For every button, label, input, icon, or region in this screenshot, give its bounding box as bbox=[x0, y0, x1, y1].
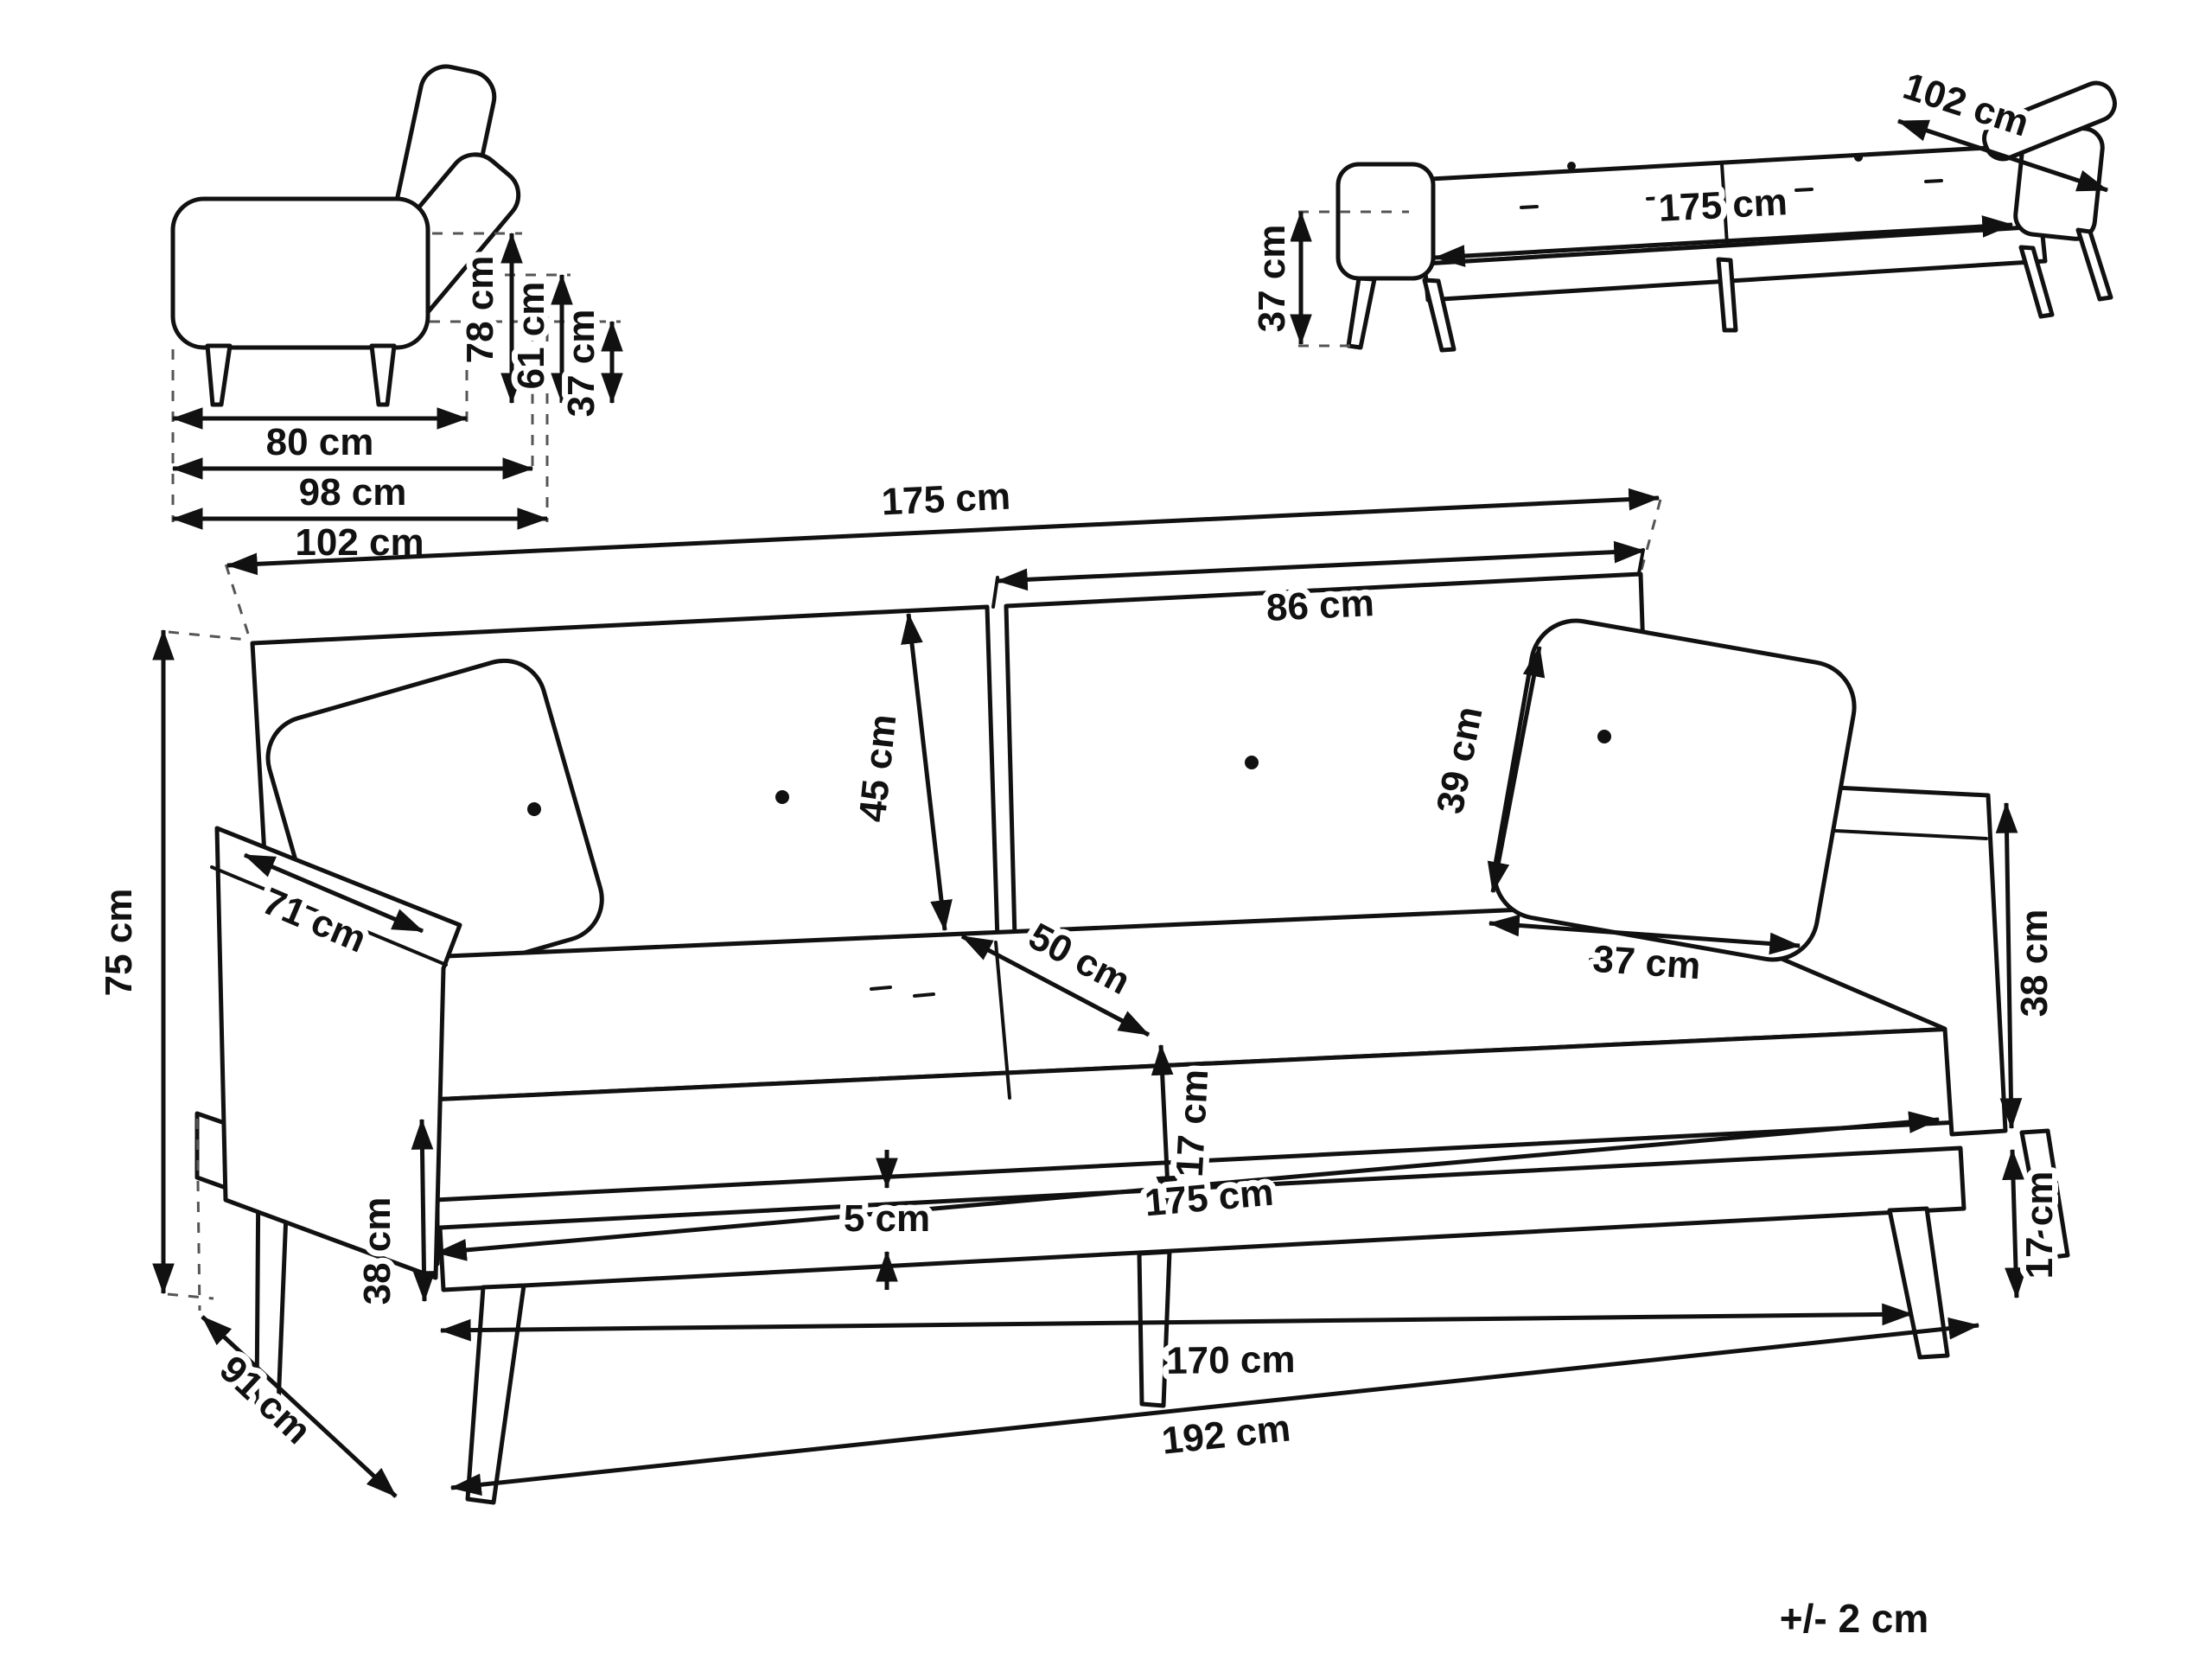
tuft-button bbox=[527, 802, 541, 816]
side-back-leg bbox=[369, 343, 397, 407]
tuft-mark bbox=[1794, 188, 1814, 192]
dim-label-side-depth-mid: 98 cm bbox=[299, 471, 407, 514]
front-view-sofa bbox=[194, 571, 2070, 1505]
rear-right-leg bbox=[2019, 1128, 2070, 1260]
dim-line-backrest-height bbox=[901, 612, 953, 932]
bed-leg bbox=[1346, 276, 1377, 350]
dim-line-seat-length bbox=[435, 1111, 1941, 1261]
dim-line-seat-depth bbox=[960, 934, 1151, 1037]
dim-label-cushion-width: 37 cm bbox=[1591, 938, 1702, 988]
dim-label-bed-height: 37 cm bbox=[1251, 225, 1293, 333]
tuft-mark bbox=[870, 986, 892, 991]
dim-line-base-front-height bbox=[411, 1118, 436, 1303]
extension-line bbox=[224, 563, 250, 635]
dim-line-cushion-width bbox=[1488, 914, 1801, 955]
dim-label-base-length: 170 cm bbox=[1166, 1338, 1296, 1382]
dim-line-bed-width bbox=[1896, 118, 2109, 193]
tuft-button bbox=[1854, 153, 1863, 162]
dim-label-total-height: 75 cm bbox=[98, 889, 140, 997]
bed-view: 37 cm 175 cm 102 cm bbox=[1245, 59, 2117, 353]
dim-label-bed-width: 102 cm bbox=[1898, 65, 2034, 145]
dim-label-side-reclined-height: 61 cm bbox=[510, 282, 552, 390]
bed-leg bbox=[2075, 227, 2113, 302]
dim-label-side-seat-depth: 80 cm bbox=[266, 421, 374, 463]
dim-line-base-length bbox=[439, 1303, 1914, 1342]
dim-line-cushion-height bbox=[1487, 645, 1546, 894]
tuft-button bbox=[775, 790, 789, 804]
tuft-mark bbox=[1646, 196, 1665, 201]
bed-leg bbox=[2018, 245, 2055, 319]
dim-label-arm-side-height: 38 cm bbox=[2013, 909, 2056, 1018]
dim-label-bed-length: 175 cm bbox=[1657, 181, 1788, 230]
front-middle-leg bbox=[1137, 1249, 1172, 1408]
extension-tick bbox=[991, 576, 999, 609]
throw-pillow-right bbox=[1492, 618, 1857, 962]
dim-label-seat-thickness: 17 cm bbox=[1169, 1069, 1216, 1178]
side-view-sofa bbox=[170, 64, 521, 407]
front-left-leg bbox=[465, 1283, 526, 1505]
extension-line bbox=[1640, 495, 1663, 571]
side-seat-body bbox=[170, 196, 430, 350]
dim-line-backrest-section-width bbox=[996, 540, 1646, 591]
dim-line-armrest-length bbox=[243, 852, 424, 934]
side-view: 78 cm 61 cm 37 cm 80 cm 98 cm 102 cm bbox=[170, 64, 623, 570]
extension-line bbox=[167, 1292, 214, 1300]
dim-label-total-length: 192 cm bbox=[1160, 1407, 1293, 1462]
dim-line-total-length bbox=[449, 1317, 1980, 1496]
tuft-mark bbox=[1924, 179, 1943, 183]
bed-armrest-left bbox=[1335, 162, 1436, 281]
dim-label-side-backrest-height: 78 cm bbox=[459, 256, 501, 364]
bed-leg bbox=[1422, 278, 1457, 353]
dim-label-total-length-top: 175 cm bbox=[881, 475, 1011, 524]
bed-leg bbox=[1716, 257, 1738, 333]
dim-label-gap: 5 cm bbox=[844, 1197, 930, 1240]
tolerance-note: +/- 2 cm bbox=[1780, 1596, 1929, 1641]
tuft-mark bbox=[1589, 956, 1611, 961]
dim-line-total-depth bbox=[201, 1315, 398, 1498]
tuft-button bbox=[1245, 756, 1259, 769]
dim-line-leg-height bbox=[2002, 1148, 2027, 1299]
tuft-button bbox=[1567, 162, 1576, 170]
tuft-mark bbox=[913, 992, 935, 998]
side-front-leg bbox=[205, 343, 233, 407]
dim-line-arm-side-height bbox=[1995, 801, 2023, 1130]
dim-label-leg-height: 17 cm bbox=[2018, 1171, 2061, 1279]
dim-label-base-front-height: 38 cm bbox=[356, 1197, 398, 1305]
front-view-dimensions: 175 cm 86 cm 45 cm 39 cm 37 cm 71 cm 75 … bbox=[92, 469, 2067, 1498]
dim-label-side-seat-height: 37 cm bbox=[560, 309, 602, 418]
extension-line bbox=[168, 630, 248, 641]
dim-label-backrest-section-width: 86 cm bbox=[1265, 582, 1375, 629]
tuft-button bbox=[1597, 730, 1611, 743]
dim-line-bed-length bbox=[1433, 215, 2014, 267]
dim-line-total-length-top bbox=[226, 488, 1661, 576]
front-view: 175 cm 86 cm 45 cm 39 cm 37 cm 71 cm 75 … bbox=[92, 469, 2070, 1505]
